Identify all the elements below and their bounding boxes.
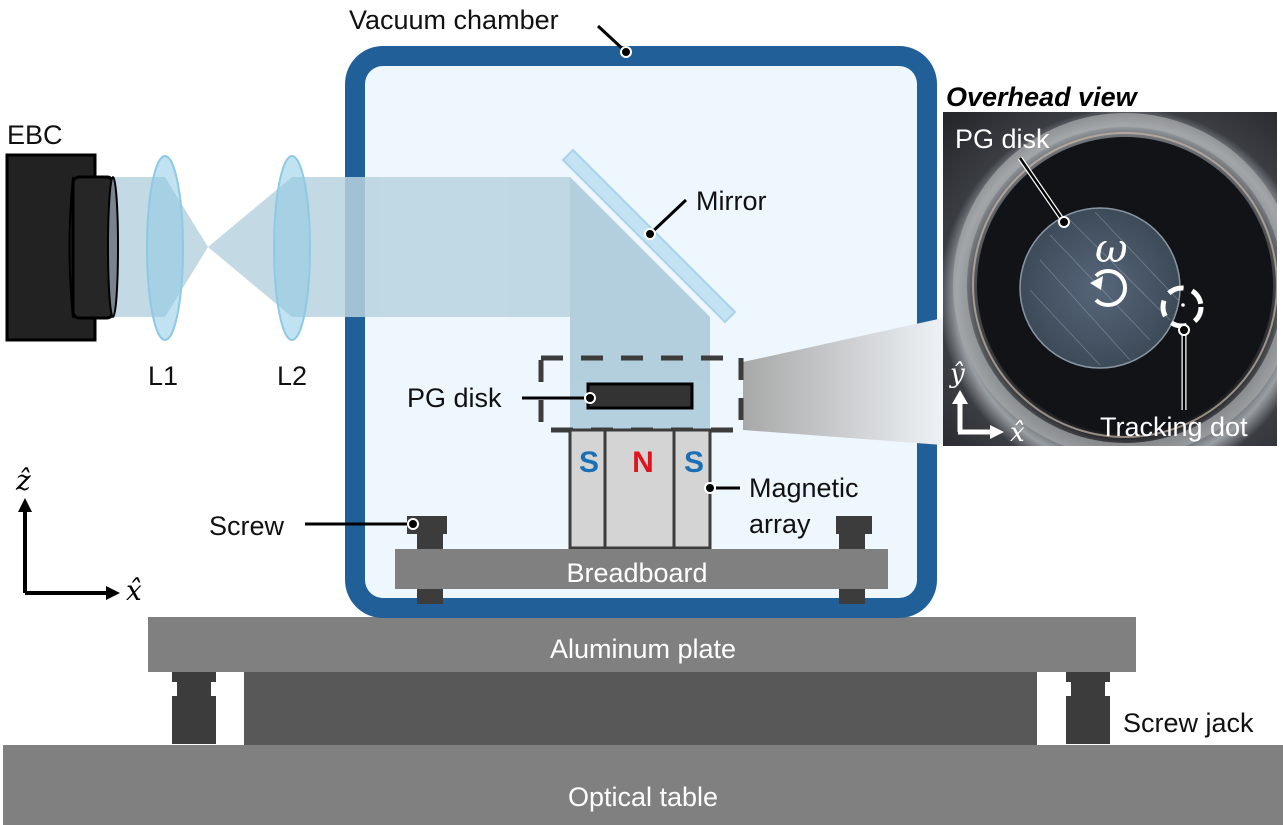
tracking-dot-label: Tracking dot — [1100, 412, 1248, 442]
screw-jack-label: Screw jack — [1123, 708, 1254, 738]
breadboard-label: Breadboard — [566, 558, 707, 588]
overhead-x-axis-label: x̂ — [1010, 418, 1025, 448]
overhead-projection — [743, 318, 943, 445]
magnetic-array-label-1: Magnetic — [749, 473, 859, 503]
mirror-label: Mirror — [696, 186, 766, 216]
screw-jack-right — [1066, 672, 1110, 744]
optical-table-label: Optical table — [568, 782, 718, 812]
overhead-photo — [943, 112, 1277, 446]
lens-l1-label: L1 — [148, 361, 178, 391]
screw-right — [836, 516, 872, 604]
rotation-icon: ω — [1090, 226, 1128, 307]
screw-label: Screw — [209, 511, 285, 541]
omega-label: ω — [1095, 226, 1128, 272]
overhead-axes: ŷ x̂ — [949, 359, 1025, 448]
support-block — [244, 672, 1037, 745]
breadboard: Breadboard — [395, 549, 888, 589]
screw-jack-left — [172, 672, 216, 744]
magnet-pole-label: S — [684, 446, 704, 479]
lens-l2 — [273, 155, 311, 341]
event-based-camera — [5, 153, 119, 342]
magnet-pole-label: S — [579, 446, 599, 479]
magnet-2 — [603, 428, 676, 550]
aluminum-plate-label: Aluminum plate — [550, 634, 736, 664]
overhead-pg-disk-label: PG disk — [955, 124, 1050, 154]
side-axes: ẑ x̂ — [15, 464, 142, 607]
magnetic-array: S N S — [568, 428, 712, 550]
magnet-pole-label: N — [632, 446, 654, 479]
pg-disk-label: PG disk — [407, 383, 502, 413]
overhead-view-title: Overhead view — [946, 82, 1139, 112]
lens-l1 — [146, 155, 184, 341]
vacuum-chamber-label: Vacuum chamber — [349, 5, 559, 35]
magnetic-array-label-2: array — [749, 509, 811, 539]
z-axis-label: ẑ — [15, 464, 31, 497]
camera-label: EBC — [7, 120, 63, 150]
optical-table: Optical table — [3, 745, 1283, 825]
lens-l2-label: L2 — [277, 361, 307, 391]
y-axis-label: ŷ — [949, 359, 965, 389]
pg-disk — [586, 382, 694, 410]
mirror-leader — [648, 198, 688, 236]
aluminum-plate: Aluminum plate — [148, 617, 1136, 672]
x-axis-label: x̂ — [126, 574, 142, 607]
